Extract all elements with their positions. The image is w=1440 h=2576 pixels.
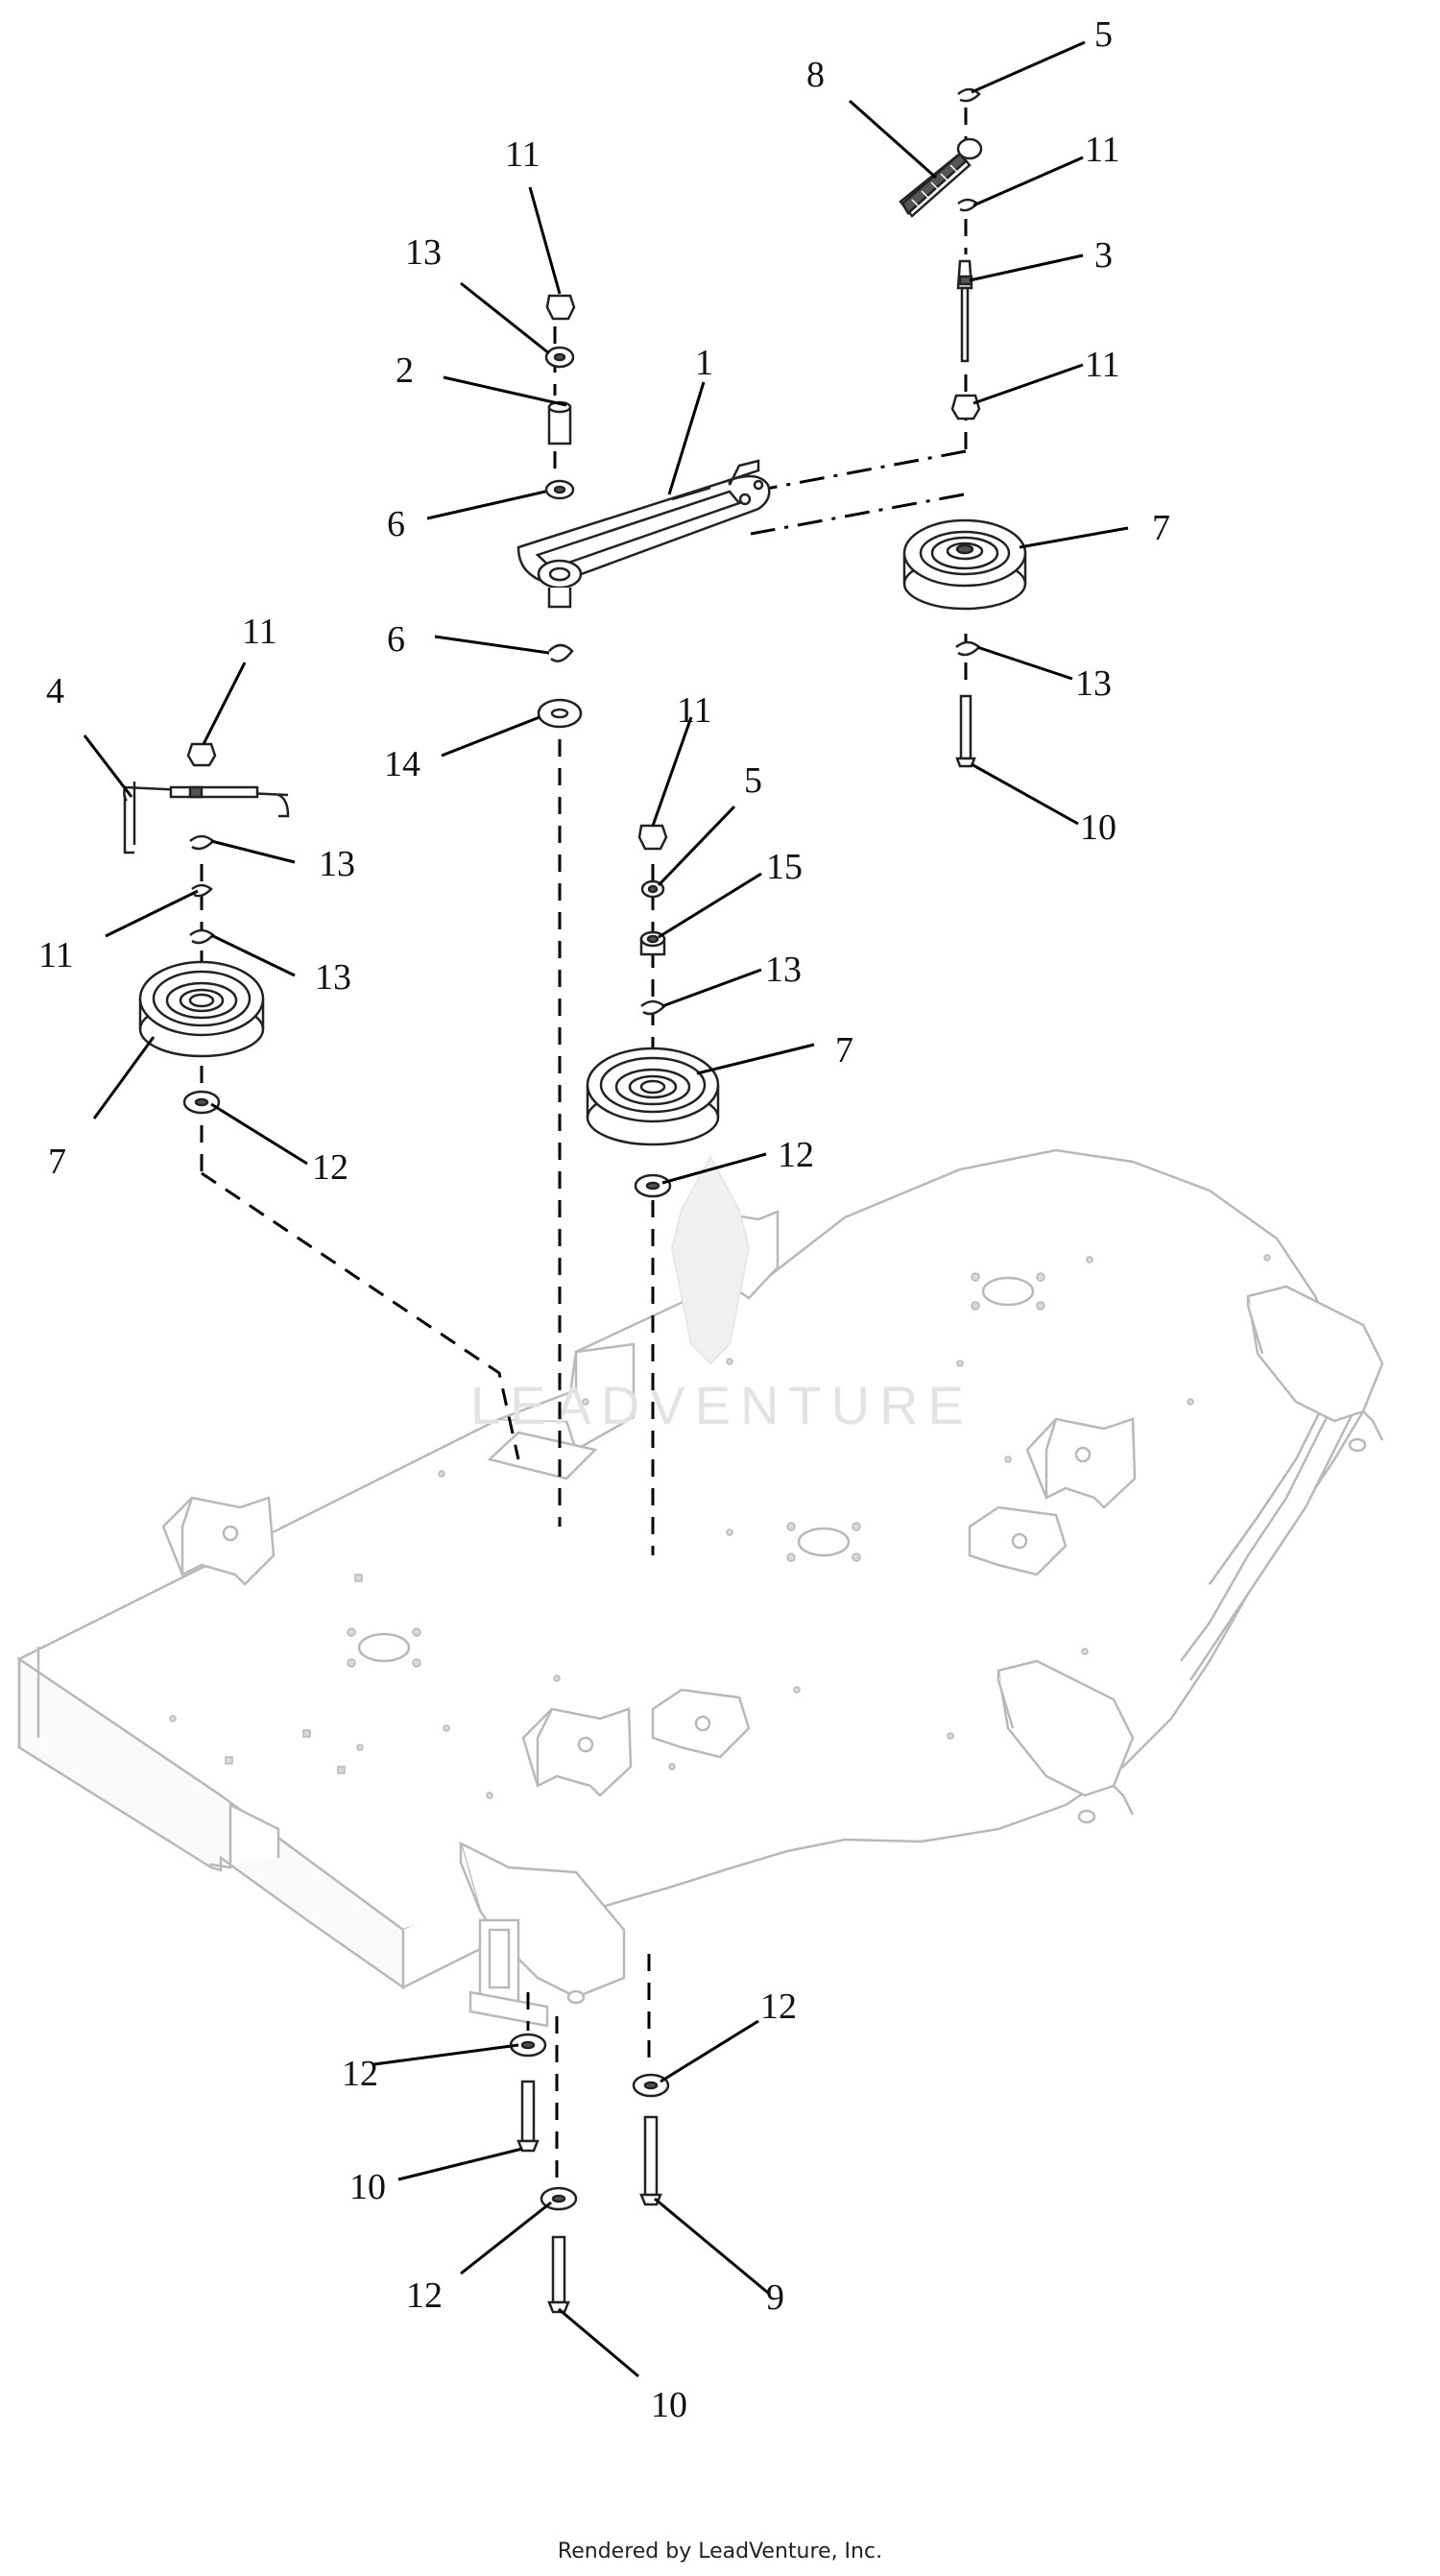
nut-right <box>950 394 981 421</box>
spacer-sleeve <box>547 400 572 445</box>
callout-11-top-right: 11 <box>1085 130 1120 170</box>
callout-12-bottom-left: 12 <box>342 2054 378 2094</box>
deck-front-skirt <box>17 1656 405 1990</box>
washer-left-2 <box>189 928 215 945</box>
callout-13-right: 13 <box>1075 663 1112 704</box>
callout-4: 4 <box>46 671 64 711</box>
callout-11-arm: 11 <box>505 134 540 175</box>
callout-2: 2 <box>396 350 414 391</box>
bolt-right <box>955 694 976 768</box>
watermark: LEADVENTURE <box>470 1154 973 1435</box>
footer-credit: Rendered by LeadVenture, Inc. <box>557 2540 883 2564</box>
nut-upper-arm <box>545 294 576 321</box>
callout-11-left-top: 11 <box>242 612 277 652</box>
washer-center <box>640 999 666 1016</box>
spindle-hole-left <box>357 1632 411 1663</box>
bolt-bottom-center <box>547 2235 570 2314</box>
spindle-hole-center <box>797 1527 851 1557</box>
mower-deck <box>16 1148 1384 2028</box>
callout-9: 9 <box>766 2277 784 2318</box>
callout-6-bottom: 6 <box>387 619 405 660</box>
nut-left-top <box>186 742 217 767</box>
callout-15: 15 <box>766 847 803 887</box>
idler-pulley-right <box>902 518 1027 611</box>
bushing-top <box>544 479 575 500</box>
callout-10-bottom-left: 10 <box>349 2167 386 2207</box>
callout-10-bottom-center: 10 <box>651 2385 687 2425</box>
callout-13-arm: 13 <box>405 232 442 273</box>
callout-1: 1 <box>695 343 713 383</box>
callout-8: 8 <box>806 55 825 95</box>
washer-left-1 <box>189 834 215 851</box>
watermark-text: LEADVENTURE <box>470 1375 973 1435</box>
bushing-bottom <box>548 643 574 662</box>
deck-bolt-holes <box>169 1254 1271 1799</box>
callout-12-center: 12 <box>778 1135 814 1175</box>
washer-center-lower <box>634 1173 672 1198</box>
centerlines <box>200 108 968 2199</box>
washer-center-small <box>640 879 665 899</box>
deck-gauge-arms <box>996 1285 1384 1824</box>
bolt-bottom-left <box>516 2080 540 2153</box>
callout-3: 3 <box>1094 235 1113 276</box>
callout-13-left-2: 13 <box>315 957 351 998</box>
deck-front-gauge-arm <box>459 1841 626 2028</box>
callout-11-left: 11 <box>38 935 74 975</box>
callout-12-left: 12 <box>312 1147 348 1188</box>
idler-pulley-left <box>138 960 265 1058</box>
callout-13-center: 13 <box>765 950 802 990</box>
deck-left-lip <box>17 1647 40 1747</box>
eyebolt <box>956 259 973 363</box>
callout-11-center: 11 <box>677 690 712 731</box>
washer-bottom-left <box>509 2033 547 2058</box>
callout-7-right: 7 <box>1152 508 1170 548</box>
callout-5-top: 5 <box>1094 14 1113 55</box>
nut-center <box>637 824 668 851</box>
deck-baffle-band <box>1180 1382 1365 1681</box>
callout-12-bottom-right: 12 <box>760 1986 797 2027</box>
callout-6-top: 6 <box>387 504 405 544</box>
washer-left-3 <box>182 1090 221 1115</box>
callout-7-left: 7 <box>48 1142 66 1182</box>
callout-11-right: 11 <box>1085 345 1120 385</box>
callout-13-left-1: 13 <box>319 844 355 884</box>
washer-right <box>955 640 981 657</box>
washer-upper-arm <box>544 346 575 369</box>
idler-pulley-center <box>586 1047 720 1146</box>
spindle-hole-right <box>981 1276 1035 1307</box>
deck-front-skirt-lower <box>209 1802 280 1869</box>
callout-12-bottom-center: 12 <box>406 2275 443 2316</box>
callout-10-right: 10 <box>1080 807 1116 848</box>
bolt-bottom-right <box>639 2115 662 2206</box>
callout-14: 14 <box>384 744 420 784</box>
washer-bottom-right <box>632 2073 670 2098</box>
deck-hanger-brackets <box>161 1210 1137 1797</box>
deck-chute-bracket <box>487 1431 598 1481</box>
callout-numbers: 5 8 11 3 11 7 13 10 11 13 2 1 6 6 14 11 … <box>38 14 1170 2425</box>
extension-spring <box>899 137 983 218</box>
callout-5-center: 5 <box>744 760 762 801</box>
callout-7-center: 7 <box>835 1030 853 1071</box>
thrust-washer <box>537 698 583 729</box>
leader-lines <box>83 40 1129 2378</box>
idler-arm <box>516 459 771 609</box>
hairpin-left <box>191 883 213 898</box>
